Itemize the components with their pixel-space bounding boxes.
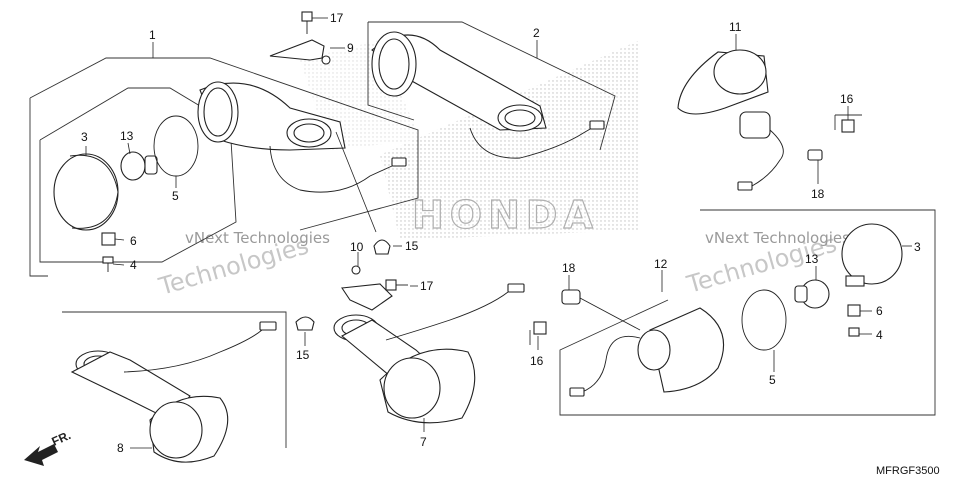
callout-label: 18: [562, 261, 576, 275]
nut-part: [847, 304, 861, 317]
turn-signal-housing-part: [197, 81, 407, 193]
callout-label: 13: [120, 129, 134, 143]
bolt-part: [533, 321, 547, 335]
bulb-part: [794, 279, 830, 309]
callout-label: 6: [130, 234, 137, 248]
screw-part: [848, 327, 860, 337]
bolt-part: [385, 279, 408, 291]
callout-labels: 1 2 3 4 5 6 7 8 9 10 11 12 13 15 16 17 3…: [81, 11, 921, 455]
lens-cover-part: [841, 223, 903, 287]
callout-label: 7: [420, 435, 427, 449]
front-direction-arrow-icon: [24, 444, 58, 466]
turn-signal-housing-part: [333, 283, 525, 424]
direction-label: FR.: [50, 428, 73, 449]
brand-watermark: HONDA: [412, 193, 599, 237]
callout-label: 18: [811, 187, 825, 201]
callout-label: 9: [347, 41, 354, 55]
callout-label: 3: [914, 240, 921, 254]
callout-label: 5: [172, 189, 179, 203]
callout-label: 17: [420, 279, 434, 293]
bolt-part: [301, 11, 313, 34]
gasket-part: [741, 289, 787, 351]
bracket-part: [269, 39, 331, 65]
callout-label: 10: [350, 240, 364, 254]
gasket-part: [153, 115, 199, 177]
turn-signal-housing-part: [70, 321, 277, 463]
turn-signal-housing-part: [371, 31, 605, 159]
turn-signal-housing-part: [677, 49, 784, 191]
nut-part: [101, 232, 116, 246]
callout-label: 16: [530, 354, 544, 368]
callout-label: 15: [405, 239, 419, 253]
callout-label: 5: [769, 373, 776, 387]
watermark-text: vNext Technologies: [185, 229, 330, 247]
bolt-part: [841, 119, 855, 133]
callout-label: 3: [81, 130, 88, 144]
assembly-frames: [29, 21, 936, 448]
callout-label: 16: [840, 92, 854, 106]
callout-label: 8: [117, 441, 124, 455]
callout-label: 4: [876, 328, 883, 342]
turn-signal-housing-part: [569, 307, 725, 397]
lens-cover-part: [53, 153, 119, 231]
bracket-part: [341, 265, 393, 311]
screw-part: [561, 289, 581, 305]
callout-label: 4: [130, 258, 137, 272]
grommet-part: [295, 316, 315, 331]
callout-label: 2: [533, 26, 540, 40]
callout-label: 11: [729, 20, 742, 34]
callout-label: 12: [654, 257, 668, 271]
callout-label: 13: [805, 252, 819, 266]
callout-label: 15: [296, 348, 310, 362]
bulb-part: [120, 151, 158, 181]
callout-label: 17: [330, 11, 344, 25]
screw-part: [807, 149, 823, 161]
diagram-code: MFRGF3500: [876, 465, 940, 477]
leader-lines: [85, 17, 912, 449]
watermark-text: vNext Technologies: [705, 229, 850, 247]
screw-part: [102, 256, 114, 272]
callout-label: 6: [876, 304, 883, 318]
grommet-part: [373, 239, 391, 255]
callout-label: 1: [149, 28, 156, 42]
